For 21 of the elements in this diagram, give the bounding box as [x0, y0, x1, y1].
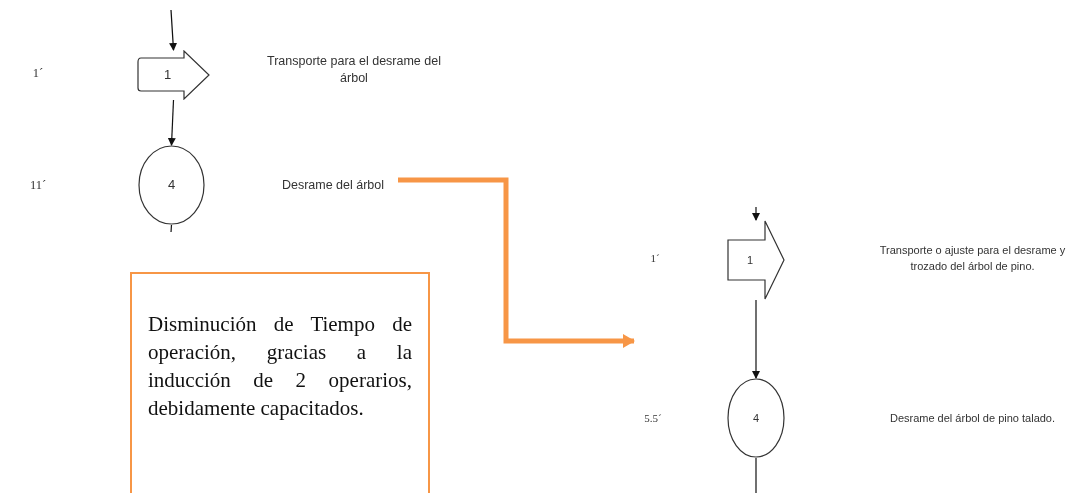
step-number: 4: [167, 176, 176, 195]
time-label: 5.5´: [643, 411, 663, 426]
step-number: 4: [752, 410, 760, 426]
step-number: 1: [163, 66, 172, 85]
arrow: [752, 299, 760, 379]
step-description: Desrame del árbol de pino talado.: [888, 411, 1057, 426]
time-label: 1´: [649, 251, 661, 266]
arrow: [167, 99, 176, 146]
note-text: Disminución de Tiempo de operación, gracias a la inducción de 2 operarios, debidamente capacitados.: [148, 311, 412, 422]
step-description: Transporte o ajuste para el desrame y trozado del árbol de pino.: [878, 243, 1067, 274]
step-number: 1: [746, 252, 754, 268]
time-label: 11´: [28, 176, 48, 194]
connector-line: [755, 457, 757, 493]
connector-line: [170, 224, 173, 233]
step-description: Desrame del árbol: [268, 176, 398, 194]
time-label: 1´: [31, 64, 45, 82]
step-description: Transporte para el desrame del árbol: [266, 53, 442, 87]
arrow: [752, 206, 760, 221]
arrow: [169, 9, 178, 51]
note-box: [130, 272, 430, 493]
elbow-arrow: [398, 177, 635, 348]
